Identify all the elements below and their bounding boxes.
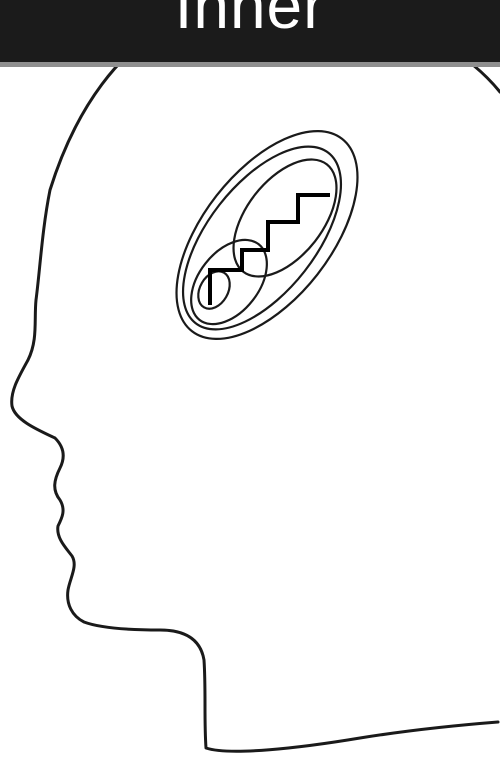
title-text: Inner [0,0,500,38]
title-bar: Inner [0,0,500,67]
middle-ellipse [153,120,371,357]
head-profile-outline [12,11,500,751]
staircase-line [210,195,330,305]
